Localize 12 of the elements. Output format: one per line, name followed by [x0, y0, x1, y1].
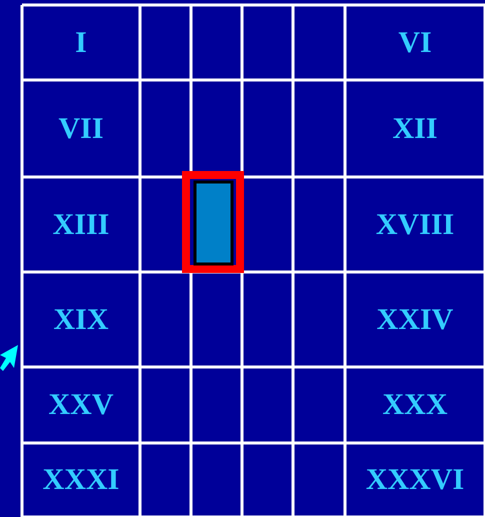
roman-numeral: I [75, 26, 87, 60]
roman-numeral: XVIII [376, 208, 454, 242]
roman-numeral: VII [58, 112, 104, 146]
roman-numeral: XXXI [42, 463, 120, 497]
roman-numeral: XXXVI [366, 463, 464, 497]
roman-numeral: XXIV [376, 302, 454, 336]
roman-numeral: XIX [54, 302, 108, 336]
roman-numeral: XXX [382, 388, 448, 422]
roman-numeral: VI [398, 26, 432, 60]
roman-numeral: XXV [48, 388, 114, 422]
roman-numeral: XII [392, 112, 438, 146]
roman-numeral: XIII [52, 208, 110, 242]
